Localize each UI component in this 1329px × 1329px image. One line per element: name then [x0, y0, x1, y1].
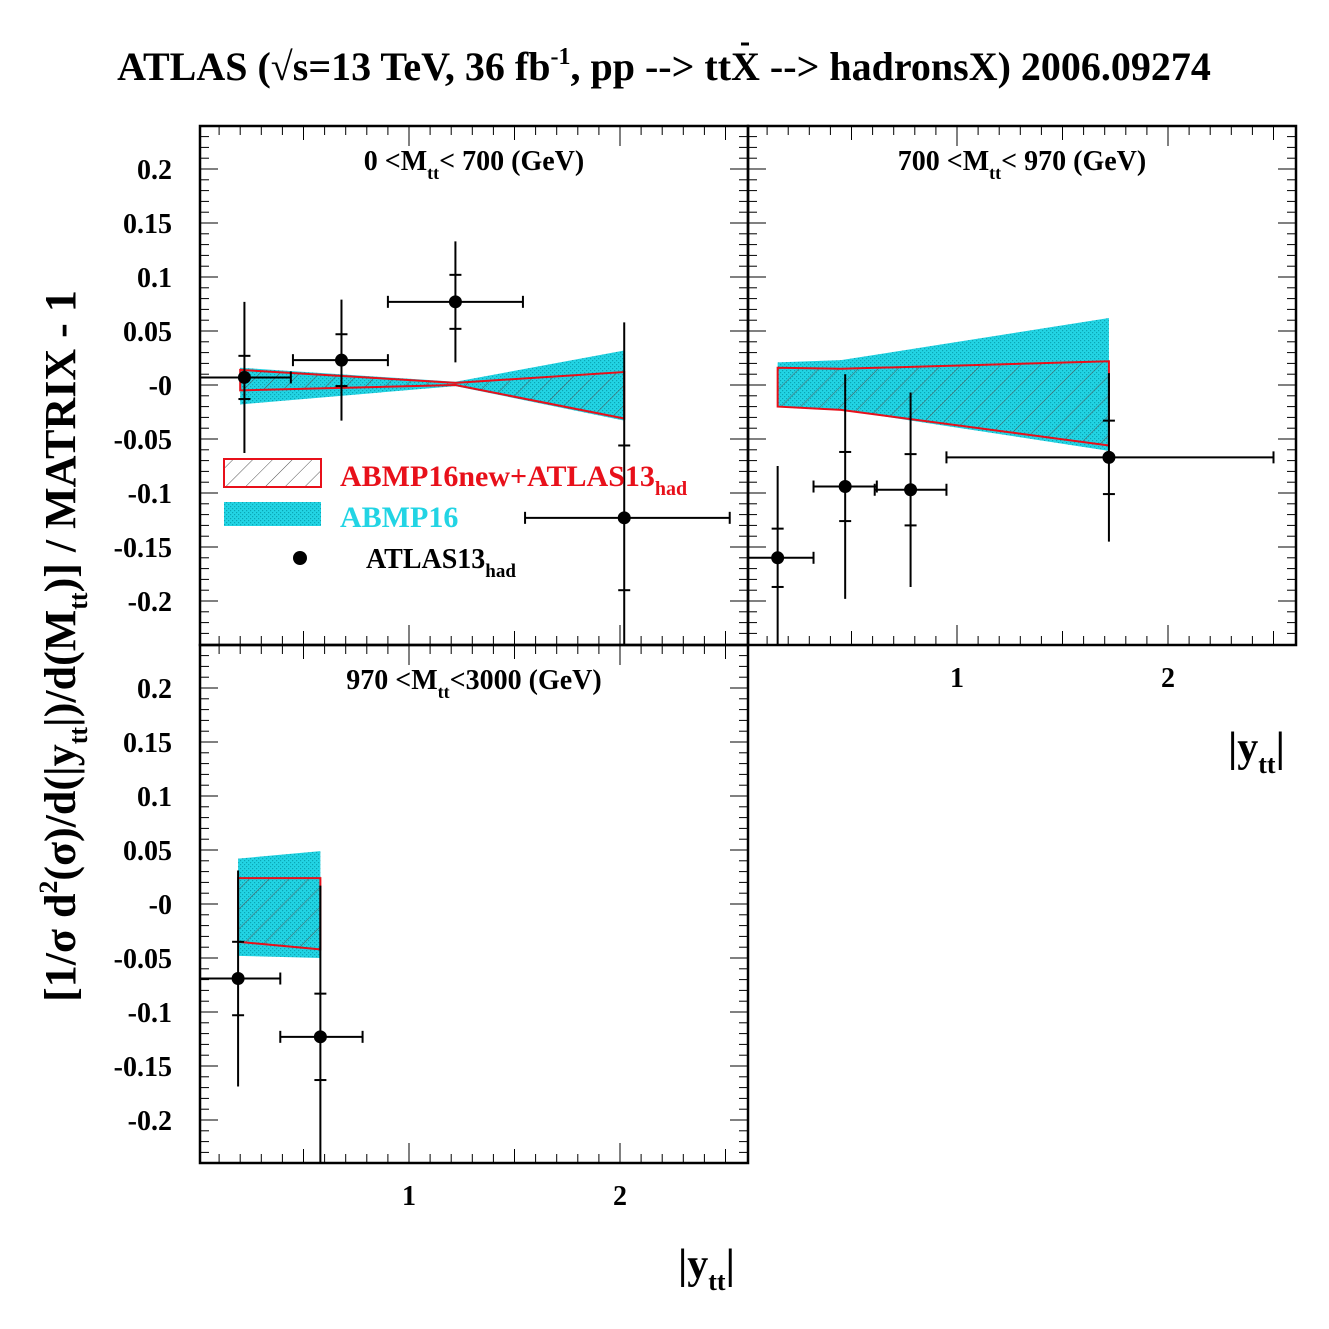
legend-data-label: ATLAS13had — [366, 544, 516, 582]
legend-abmp-swatch — [224, 502, 321, 526]
data-point — [334, 353, 348, 367]
y-tick-label: -0.05 — [114, 425, 172, 456]
legend-data-marker — [293, 551, 307, 565]
y-tick-label: 0.2 — [137, 674, 172, 705]
data-point — [313, 1030, 327, 1044]
y-tick-label: -0 — [149, 371, 172, 402]
panel-2: 1 2 700 <Mtt< 970 (GeV) — [746, 124, 1298, 694]
y-tick-label: -0.1 — [128, 479, 172, 510]
y-tick-label: 0.1 — [137, 263, 172, 294]
y-tick-label: -0.2 — [128, 587, 172, 618]
panel-3: 0.2 0.15 0.1 0.05 -0 -0.05 -0.1 -0.15 -0.2 1 2 970 … — [114, 643, 750, 1212]
fit-band — [776, 360, 1110, 447]
y-tick-label: -0.1 — [128, 998, 172, 1029]
x-tick-label: 1 — [950, 663, 964, 694]
legend-abmp-label: ABMP16 — [340, 501, 458, 534]
x-tick-label: 2 — [1161, 663, 1175, 694]
x-tick-label: 2 — [613, 1181, 627, 1212]
data-point — [904, 483, 918, 497]
y-tick-label: 0.1 — [137, 782, 172, 813]
panels-group: 0.2 0.15 0.1 0.05 -0 -0.05 -0.1 -0.15 -0.2 0 <Mtt… — [114, 124, 1298, 1212]
y-tick-label: -0.15 — [114, 1052, 172, 1083]
y-tick-label: 0.15 — [123, 728, 172, 759]
y-tick-label: -0.05 — [114, 944, 172, 975]
y-tick-label: 0.2 — [137, 155, 172, 186]
y-tick-label: -0.15 — [114, 533, 172, 564]
y-tick-label: 0.05 — [123, 317, 172, 348]
legend-fit-swatch — [223, 458, 322, 488]
x-tick-label: 1 — [402, 1181, 416, 1212]
y-axis-label: [1/σ d2(σ)/d(|ytt|)/d(Mtt)] / MATRIX - 1 — [34, 290, 93, 1002]
legend: ABMP16new+ATLAS13had ABMP16 ATLAS13had — [223, 458, 687, 582]
y-tick-label: -0 — [149, 890, 172, 921]
y-tick-label: 0.15 — [123, 209, 172, 240]
x-axis-label-bottom: |ytt| — [678, 1242, 735, 1296]
y-tick-label: 0.05 — [123, 836, 172, 867]
data-point — [231, 972, 245, 986]
fit-band — [237, 877, 322, 951]
data-point — [617, 511, 631, 525]
y-tick-label: -0.2 — [128, 1106, 172, 1137]
panel-label: 0 <Mtt< 700 (GeV) — [364, 146, 584, 183]
chart-title: ATLAS (√s=13 TeV, 36 fb-1, pp --> ttX --… — [117, 44, 1211, 89]
panel-frame — [746, 124, 1298, 647]
data-point — [448, 295, 462, 309]
panel-label: 970 <Mtt<3000 (GeV) — [346, 665, 601, 702]
data-point — [237, 370, 251, 384]
data-point — [838, 480, 852, 494]
legend-fit-label: ABMP16new+ATLAS13had — [340, 460, 687, 500]
data-point — [771, 551, 785, 565]
panel-1: 0.2 0.15 0.1 0.05 -0 -0.05 -0.1 -0.15 -0.2 0 <Mtt… — [114, 124, 750, 647]
panel-label: 700 <Mtt< 970 (GeV) — [898, 146, 1146, 183]
x-axis-label-right: |ytt| — [1228, 725, 1285, 779]
panel-frame — [198, 643, 750, 1165]
data-point — [1102, 450, 1116, 464]
